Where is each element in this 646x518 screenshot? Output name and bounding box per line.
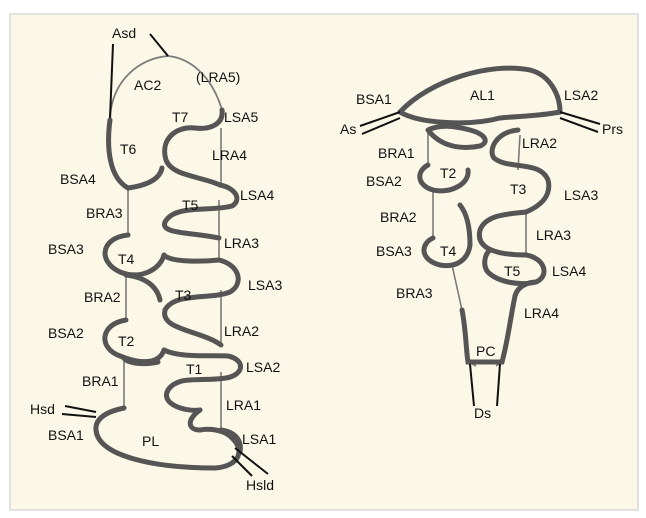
label-t5: T5 <box>182 197 199 213</box>
right-leader-lines <box>359 111 601 407</box>
label-lsa1: LSA1 <box>242 431 276 447</box>
diagram-labels: Asd AC2 (LRA5) T7 LSA5 T6 LRA4 BSA4 LSA4… <box>30 25 623 493</box>
label-r-lra4: LRA4 <box>524 305 559 321</box>
label-lra5: (LRA5) <box>196 69 240 85</box>
label-r-bsa2: BSA2 <box>366 173 402 189</box>
label-hsd: Hsd <box>30 401 55 417</box>
label-lsa3: LSA3 <box>248 277 282 293</box>
label-asd: Asd <box>112 25 136 41</box>
label-r-t5: T5 <box>504 263 521 279</box>
label-bsa1: BSA1 <box>48 427 84 443</box>
label-lra2: LRA2 <box>224 323 259 339</box>
left-leader-lines <box>61 33 269 477</box>
label-r-lra2: LRA2 <box>522 135 557 151</box>
label-lra3: LRA3 <box>224 235 259 251</box>
label-t2: T2 <box>118 333 135 349</box>
label-t1: T1 <box>186 361 203 377</box>
label-r-bra1: BRA1 <box>378 145 415 161</box>
label-hsld: Hsld <box>246 477 274 493</box>
label-r-t3: T3 <box>510 181 527 197</box>
label-pl: PL <box>142 433 159 449</box>
label-bsa2: BSA2 <box>48 325 84 341</box>
label-prs: Prs <box>602 121 623 137</box>
right-specimen-outline <box>359 65 601 407</box>
label-lra1: LRA1 <box>226 397 261 413</box>
label-r-lsa4: LSA4 <box>552 263 586 279</box>
label-r-t2: T2 <box>440 165 457 181</box>
left-specimen-outline <box>61 33 269 477</box>
label-t7: T7 <box>172 109 189 125</box>
label-r-lsa2: LSA2 <box>564 87 598 103</box>
label-r-bsa1: BSA1 <box>356 91 392 107</box>
right-thick-outline <box>397 65 563 299</box>
label-t6: T6 <box>120 141 137 157</box>
label-t4: T4 <box>118 251 135 267</box>
label-ac2: AC2 <box>134 77 161 93</box>
label-pc: PC <box>476 343 495 359</box>
label-r-lsa3: LSA3 <box>564 187 598 203</box>
label-bra2: BRA2 <box>84 289 121 305</box>
label-al1: AL1 <box>470 87 495 103</box>
label-bsa4: BSA4 <box>60 171 96 187</box>
label-lsa2: LSA2 <box>246 359 280 375</box>
label-bra3: BRA3 <box>86 205 123 221</box>
paper-panel <box>9 13 639 511</box>
label-r-bra2: BRA2 <box>380 209 417 225</box>
left-thick-outline <box>93 107 243 471</box>
label-lra4: LRA4 <box>212 147 247 163</box>
label-as: As <box>340 121 356 137</box>
label-r-lra3: LRA3 <box>536 227 571 243</box>
right-thin-edges <box>427 130 527 367</box>
left-thin-edges <box>109 118 222 430</box>
label-lsa5: LSA5 <box>224 109 258 125</box>
label-lsa4: LSA4 <box>240 187 274 203</box>
label-ds: Ds <box>474 405 491 421</box>
label-t3: T3 <box>175 287 192 303</box>
label-r-bsa3: BSA3 <box>376 243 412 259</box>
label-r-bra3: BRA3 <box>396 285 433 301</box>
label-bra1: BRA1 <box>82 373 119 389</box>
label-bsa3: BSA3 <box>48 241 84 257</box>
label-r-t4: T4 <box>440 243 457 259</box>
